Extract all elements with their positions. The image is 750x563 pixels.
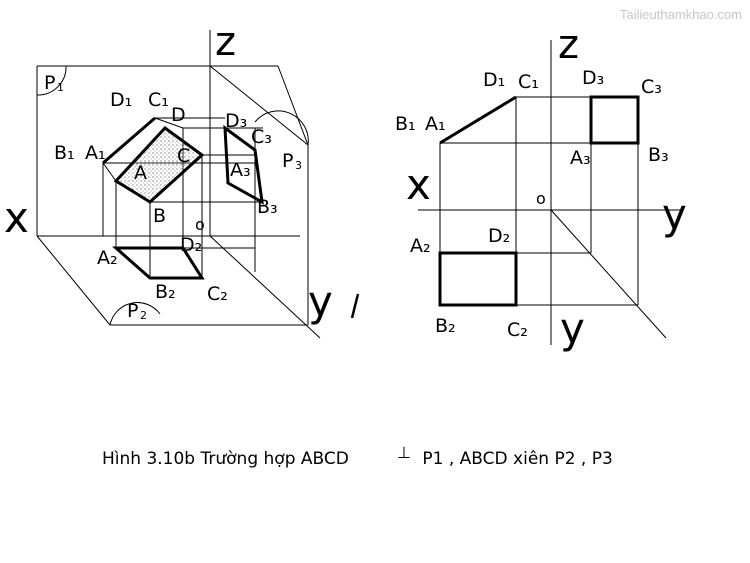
label-d3: D₃ xyxy=(582,67,604,89)
label-c3: C₃ xyxy=(641,76,662,98)
svg-text:P: P xyxy=(282,150,293,172)
label-b: B xyxy=(153,205,166,227)
p2-left-edge xyxy=(36,235,111,326)
plane-abcd xyxy=(113,126,205,204)
svg-text:3: 3 xyxy=(295,159,302,172)
label-c2: C₂ xyxy=(207,283,228,305)
label-b1: B₁ xyxy=(395,113,416,135)
projector-line xyxy=(154,117,184,129)
label-c3: C₃ xyxy=(251,126,272,148)
axis-label-x: x xyxy=(4,193,29,242)
caption-perp-symbol: ⊥ xyxy=(397,443,411,462)
label-d1: D₁ xyxy=(110,89,132,111)
axis-label-y: y xyxy=(308,277,333,326)
axis-label-z: z xyxy=(215,19,236,65)
origin-label: o xyxy=(536,189,546,208)
label-d3: D₃ xyxy=(225,110,247,132)
label-c2: C₂ xyxy=(507,319,528,341)
p3-top-edge xyxy=(209,65,309,146)
label-a1: A₁ xyxy=(85,142,106,164)
figure-caption: Hình 3.10b Trường hợp ABCD ⊥ P1 , ABCD x… xyxy=(102,443,613,469)
label-a1: A₁ xyxy=(425,113,446,135)
label-b3: B₃ xyxy=(648,144,669,166)
label-c1: C₁ xyxy=(148,89,169,111)
p1-projection-line xyxy=(439,95,517,145)
axis-label-x: x xyxy=(406,160,431,209)
label-b2: B₂ xyxy=(155,281,176,303)
plane-label-p3: P 3 xyxy=(282,150,302,172)
p2-projection xyxy=(438,251,518,307)
axis-label-y-down: y xyxy=(560,304,585,353)
origin-label: o xyxy=(195,215,205,234)
right-figure: z x y y o B₁ A₁ D₁ C₁ D₃ C₃ A₃ B₃ A₂ D₂ … xyxy=(395,22,687,353)
p2-projection xyxy=(112,246,205,280)
svg-text:P: P xyxy=(44,72,55,94)
axis-label-y-right: y xyxy=(662,190,687,239)
stray-mark xyxy=(350,293,360,319)
axis-label-z: z xyxy=(558,22,579,68)
p1-projection-line xyxy=(102,116,156,165)
p3-corner-arc xyxy=(254,110,309,146)
plane-label-p1: P 1 xyxy=(44,72,64,94)
plane-label-p2: P 2 xyxy=(127,300,147,322)
projector-line xyxy=(102,162,117,182)
label-b3: B₃ xyxy=(257,196,278,218)
label-c1: C₁ xyxy=(518,71,539,93)
label-b1: B₁ xyxy=(54,142,75,164)
caption-suffix: P1 , ABCD xiên P2 , P3 xyxy=(417,449,613,469)
label-a3: A₃ xyxy=(570,147,591,169)
y-transfer-diagonal xyxy=(550,209,667,339)
caption-prefix: Hình 3.10b Trường hợp ABCD xyxy=(102,449,349,469)
p3-arc-chord xyxy=(277,65,309,146)
p3-projection xyxy=(589,95,640,145)
svg-text:1: 1 xyxy=(57,81,64,94)
p2-corner-arc xyxy=(109,302,161,326)
label-c: C xyxy=(177,145,190,167)
svg-text:2: 2 xyxy=(140,309,147,322)
label-a3: A₃ xyxy=(230,159,251,181)
y-axis-line xyxy=(209,235,321,339)
left-figure: z x y o P 1 P 2 P 3 B₁ A₁ D₁ C₁ D C A B … xyxy=(4,19,360,339)
svg-text:P: P xyxy=(127,300,138,322)
label-d: D xyxy=(171,104,186,126)
label-d2: D₂ xyxy=(180,234,202,256)
label-a: A xyxy=(134,162,147,184)
watermark: Tailieuthamkhao.com xyxy=(620,7,742,22)
label-d2: D₂ xyxy=(488,225,510,247)
p1-corner-arc xyxy=(36,65,67,96)
label-a2: A₂ xyxy=(97,247,118,269)
label-b2: B₂ xyxy=(435,315,456,337)
label-d1: D₁ xyxy=(483,69,505,91)
p3-projection xyxy=(223,124,264,205)
label-a2: A₂ xyxy=(410,235,431,257)
